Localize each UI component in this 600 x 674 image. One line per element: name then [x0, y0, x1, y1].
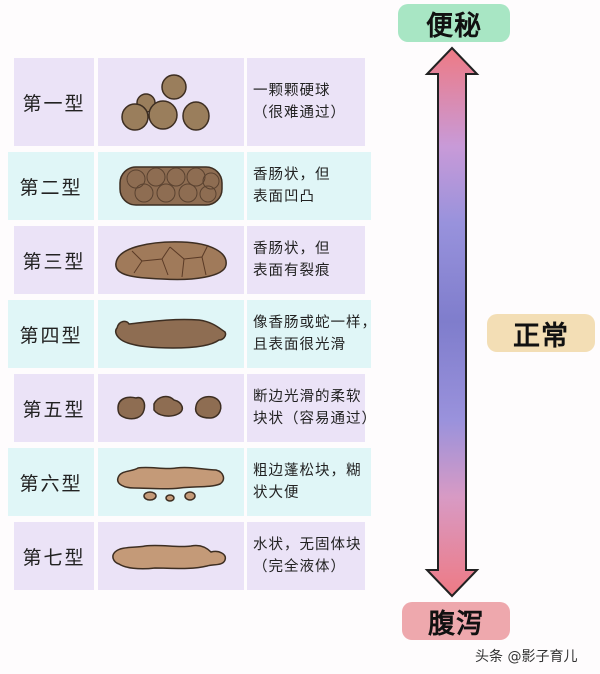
type-6-row: 第六型 粗边蓬松块，糊 状大便: [0, 448, 371, 516]
type-description: 香肠状，但 表面凹凸: [247, 152, 371, 220]
type-description: 水状，无固体块 （完全液体）: [247, 522, 365, 590]
desc-line: 状大便: [253, 485, 300, 501]
type-label: 第二型: [8, 152, 94, 220]
desc-line: （很难通过）: [253, 105, 346, 121]
type-label: 第三型: [14, 226, 94, 294]
type-label: 第四型: [8, 300, 94, 368]
type-label: 第五型: [14, 374, 94, 442]
type-3-row: 第三型 香肠状，但 表面有裂痕: [0, 226, 370, 294]
diarrhea-tag: 腹泻: [402, 602, 510, 640]
type-4-row: 第四型 像香肠或蛇一样， 且表面很光滑: [0, 300, 376, 368]
desc-line: 水状，无固体块: [253, 537, 362, 553]
watery-icon: [98, 522, 244, 590]
watermark: 头条 @影子育儿: [475, 649, 578, 665]
type-label: 第一型: [14, 58, 94, 146]
soft-blobs-icon: [98, 374, 244, 442]
desc-line: 像香肠或蛇一样，: [253, 315, 377, 331]
desc-line: 表面凹凸: [253, 189, 315, 205]
desc-line: 表面有裂痕: [253, 263, 331, 279]
normal-tag: 正常: [487, 314, 595, 352]
type-label: 第六型: [8, 448, 94, 516]
double-arrow-icon: [424, 46, 480, 598]
desc-line: 块状（容易通过）: [253, 411, 377, 427]
desc-line: 且表面很光滑: [253, 337, 346, 353]
desc-line: （完全液体）: [253, 559, 346, 575]
lumpy-sausage-icon: [98, 152, 244, 220]
type-description: 断边光滑的柔软 块状（容易通过）: [247, 374, 376, 442]
constipation-tag: 便秘: [398, 4, 510, 42]
type-1-row: 第一型 一颗颗硬球 （很难通过）: [0, 58, 370, 146]
type-label: 第七型: [14, 522, 94, 590]
type-description: 像香肠或蛇一样， 且表面很光滑: [247, 300, 376, 368]
desc-line: 粗边蓬松块，糊: [253, 463, 362, 479]
type-2-row: 第二型 香肠状，但 表面凹凸: [0, 152, 371, 220]
type-description: 香肠状，但 表面有裂痕: [247, 226, 365, 294]
desc-line: 一颗颗硬球: [253, 83, 331, 99]
cracked-sausage-icon: [98, 226, 244, 294]
type-5-row: 第五型 断边光滑的柔软 块状（容易通过）: [0, 374, 376, 442]
desc-line: 香肠状，但: [253, 241, 331, 257]
type-7-row: 第七型 水状，无固体块 （完全液体）: [0, 522, 370, 590]
type-description: 粗边蓬松块，糊 状大便: [247, 448, 371, 516]
hard-lumps-icon: [98, 58, 244, 146]
desc-line: 香肠状，但: [253, 167, 331, 183]
mushy-pieces-icon: [98, 448, 244, 516]
smooth-snake-icon: [98, 300, 244, 368]
desc-line: 断边光滑的柔软: [253, 389, 362, 405]
type-description: 一颗颗硬球 （很难通过）: [247, 58, 365, 146]
